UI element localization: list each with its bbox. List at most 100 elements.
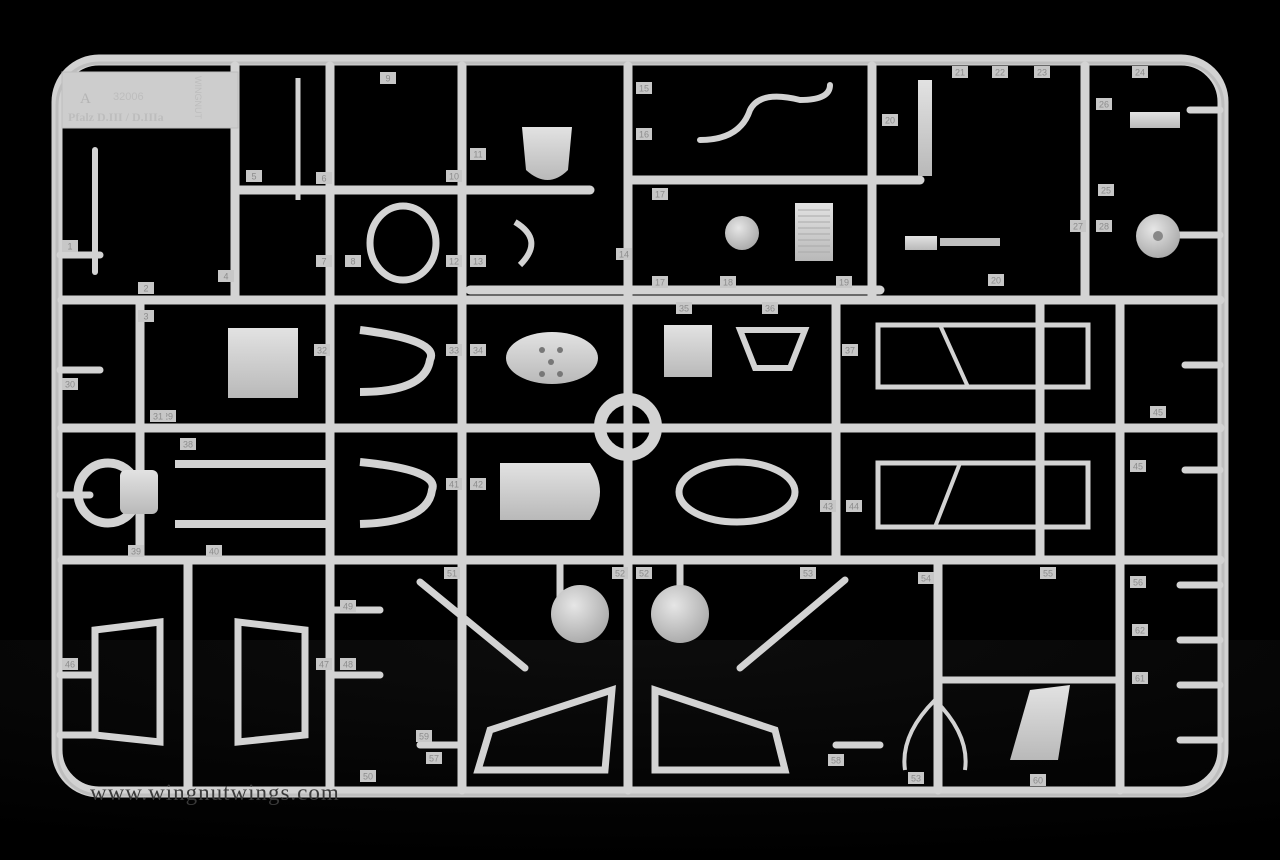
floor-plate-part <box>228 328 298 398</box>
part-tag-number: 53 <box>911 774 921 784</box>
part-tag-plate <box>762 302 778 314</box>
part-tag-plate <box>470 344 486 356</box>
part-tag-plate <box>676 302 692 314</box>
part-tag-p39: 39 <box>128 545 144 557</box>
part-tag-number: 30 <box>65 380 75 390</box>
part-tag-p47: 47 <box>316 658 332 670</box>
part-tag-number: 55 <box>1043 569 1053 579</box>
part-tag-number: 5 <box>251 172 256 182</box>
part-tag-p30: 30 <box>62 378 78 390</box>
radiator-part <box>795 203 833 261</box>
part-tag-number: 1 <box>67 242 72 252</box>
panel-hole <box>539 347 545 353</box>
part-tag-p27: 27 <box>1070 220 1086 232</box>
part-tag-plate <box>1132 672 1148 684</box>
horseshoe-frame-lower <box>359 458 437 528</box>
kit-number: 32006 <box>113 91 144 103</box>
part-tag-plate <box>842 344 858 356</box>
part-tag-plate <box>1132 624 1148 636</box>
part-tag-p21: 21 <box>952 66 968 78</box>
part-tag-number: 14 <box>619 250 629 260</box>
part-tag-p52: 52 <box>612 567 628 579</box>
part-tag-plate <box>180 438 196 450</box>
part-tag-number: 21 <box>955 68 965 78</box>
fuselage-frame-upper <box>875 322 1091 390</box>
part-tag-p3: 3 <box>138 310 154 322</box>
part-tag-number: 28 <box>1099 222 1109 232</box>
part-tag-p43: 43 <box>820 500 836 512</box>
part-tag-p61: 61 <box>1132 672 1148 684</box>
part-tag-plate <box>952 66 968 78</box>
part-tag-plate <box>416 730 432 742</box>
part-tag-number: 37 <box>845 346 855 356</box>
part-tag-plate <box>1070 220 1086 232</box>
part-tag-number: 13 <box>473 257 483 267</box>
plastic-parts <box>73 78 1180 774</box>
part-tag-p9: 9 <box>380 72 396 84</box>
part-tag-plate <box>612 567 628 579</box>
part-tag-plate <box>380 72 396 84</box>
part-tag-plate <box>316 658 332 670</box>
part-tag-plate <box>314 344 330 356</box>
part-tag-p16: 16 <box>636 128 652 140</box>
part-tag-plate <box>218 270 234 282</box>
part-tag-number: 39 <box>131 547 141 557</box>
part-tag-plate <box>62 658 78 670</box>
part-tag-number: 19 <box>839 278 849 288</box>
part-tag-plate <box>988 274 1004 286</box>
part-tag-plate <box>1040 567 1056 579</box>
part-tag-number: 25 <box>1101 186 1111 196</box>
part-tag-number: 8 <box>350 257 355 267</box>
part-tag-plate <box>340 600 356 612</box>
panel-hole <box>557 371 563 377</box>
part-tag-plate <box>1098 184 1114 196</box>
part-tag-plate <box>828 754 844 766</box>
part-tag-number: 38 <box>183 440 193 450</box>
part-tag-plate <box>1132 66 1148 78</box>
part-tag-p60: 60 <box>1030 774 1046 786</box>
rail-part-upper <box>175 460 330 468</box>
part-tag-number: 11 <box>473 150 482 160</box>
part-tag-number: 26 <box>1099 100 1109 110</box>
part-tag-p36: 36 <box>762 302 778 314</box>
interplane-strut-right <box>234 618 309 746</box>
part-tag-number: 52 <box>615 569 625 579</box>
part-tag-number: 48 <box>343 660 353 670</box>
part-tag-p20: 20 <box>882 114 898 126</box>
part-tag-p5: 5 <box>246 170 262 182</box>
part-tag-p20b: 20 <box>988 274 1004 286</box>
part-tag-number: 16 <box>639 130 649 140</box>
pipe-part <box>697 82 833 143</box>
part-tag-p23: 23 <box>1034 66 1050 78</box>
part-tag-p51: 51 <box>444 567 460 579</box>
part-tag-plate <box>62 240 78 252</box>
part-tag-p56: 56 <box>1130 576 1146 588</box>
part-tag-plate <box>446 170 462 182</box>
rail-part-lower <box>175 520 330 528</box>
part-tag-plate <box>636 567 652 579</box>
ring-frame-part <box>366 202 440 284</box>
horseshoe-frame-upper <box>359 326 436 396</box>
part-tag-plate <box>444 567 460 579</box>
part-tag-plate <box>62 378 78 390</box>
part-tag-plate <box>636 82 652 94</box>
part-tag-p12: 12 <box>446 255 462 267</box>
part-tag-plate <box>1130 460 1146 472</box>
panel-hole <box>539 371 545 377</box>
part-tag-number: 57 <box>429 754 439 764</box>
part-tag-p59: 59 <box>416 730 432 742</box>
part-tag-plate <box>360 770 376 782</box>
part-tag-number: 46 <box>65 660 75 670</box>
part-tag-plate <box>616 248 632 260</box>
disc-part-right <box>651 585 709 643</box>
frame-diagonal <box>938 324 970 388</box>
part-tag-number: 23 <box>1037 68 1047 78</box>
part-tag-number: 20 <box>885 116 895 126</box>
part-tag-plate <box>846 500 862 512</box>
part-tag-number: 29 <box>163 412 173 422</box>
part-tag-number: 61 <box>1135 674 1145 684</box>
part-tag-number: 17 <box>655 278 665 288</box>
strut-part-right <box>736 576 849 672</box>
